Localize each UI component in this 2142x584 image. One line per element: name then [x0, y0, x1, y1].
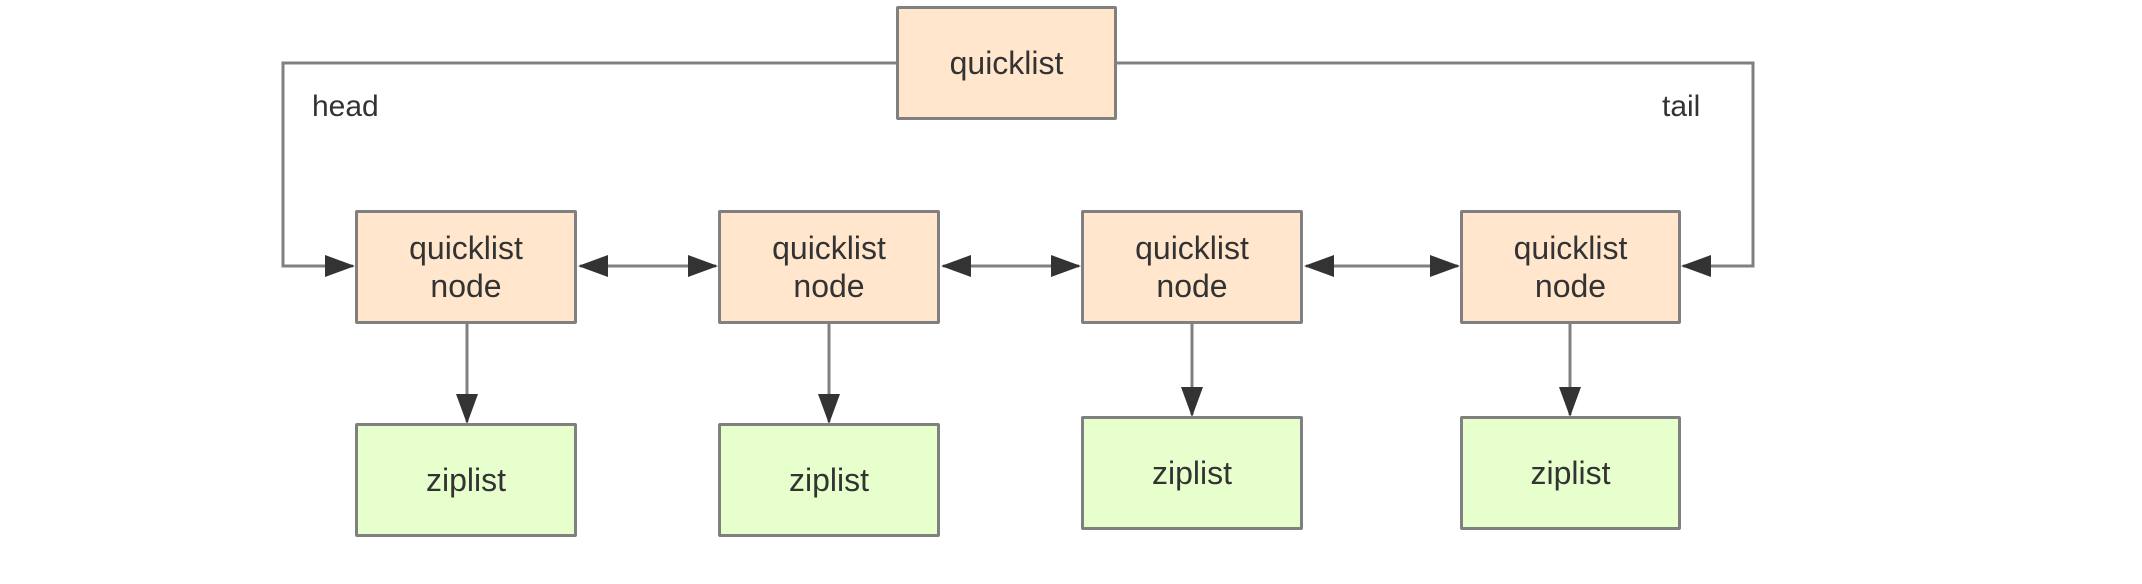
quicklist-label: quicklist [949, 45, 1064, 81]
quicklist-node-3: quicklist node [1081, 210, 1303, 324]
tail-pointer [1117, 61, 1755, 277]
ziplist-label: ziplist [1530, 455, 1611, 491]
quicklist-node-4: quicklist node [1460, 210, 1681, 324]
node-label-line1: quicklist [1135, 230, 1249, 266]
quicklist-node-2: quicklist node [718, 210, 940, 324]
head-pointer [281, 61, 896, 277]
node-label-line2: node [1534, 268, 1607, 304]
ziplist-label: ziplist [788, 462, 869, 498]
tail-label: tail [1662, 90, 1701, 123]
head-label: head [312, 90, 379, 123]
ziplist-3: ziplist [1081, 416, 1303, 530]
node-label-line1: quicklist [1513, 230, 1628, 266]
node-label-line2: node [430, 268, 502, 304]
quicklist-box: quicklist [896, 6, 1117, 120]
node-label-line1: quicklist [772, 230, 886, 266]
node-label-line2: node [793, 268, 865, 304]
ziplist-label: ziplist [425, 462, 506, 498]
node-label-line2: node [1156, 268, 1228, 304]
node-label-line1: quicklist [409, 230, 523, 266]
ziplist-label: ziplist [1151, 455, 1232, 491]
ziplist-2: ziplist [718, 423, 940, 537]
quicklist-node-1: quicklist node [355, 210, 577, 324]
ziplist-4: ziplist [1460, 416, 1681, 530]
ziplist-1: ziplist [355, 423, 577, 537]
